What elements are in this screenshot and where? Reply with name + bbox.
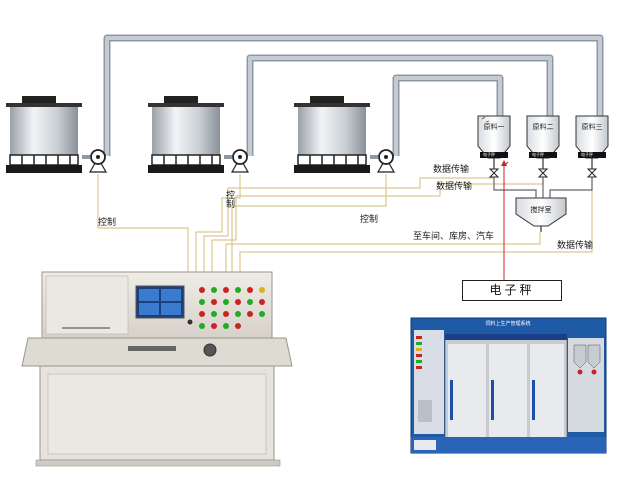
storage-tank-2 [148,96,224,173]
control-console [21,271,293,467]
hopper-1: 电子秤 原料一 [477,115,511,178]
data-label-1: 数据传输 [433,163,469,175]
hopper-2: 电子秤 原料二 [526,115,560,178]
screen-title: 饲料上生产管理系统 [485,320,530,327]
control-label-1: 控制 [98,216,116,228]
monitoring-screen: 饲料上生产管理系统 [410,317,607,454]
discharge-lines [493,177,593,198]
data-label-3: 数据传输 [557,239,593,251]
control-label-3: 控制 [360,213,378,225]
mixing-room-label: 搅拌室 [531,205,552,214]
mixing-room: 搅拌室 [515,197,567,232]
hopper-label-3: 原料三 [582,122,603,131]
console-buttons [199,287,265,329]
scale-signal-line [503,161,509,280]
destination-label: 至车间、库房、汽车 [413,230,494,242]
svg-text:电子秤: 电子秤 [581,151,593,157]
storage-tank-3 [294,96,370,173]
electronic-scale-label: 电子秤 [462,280,562,301]
storage-tank-1 [6,96,82,173]
pump-icon-1 [88,149,108,173]
pump-icon-2 [230,149,250,173]
control-label-2: 控制 [224,189,235,208]
hopper-label-1: 原料一 [484,122,505,131]
svg-text:电子秤: 电子秤 [532,151,544,157]
data-label-2: 数据传输 [436,180,472,192]
signal-wiring [97,172,593,272]
hopper-3: 电子秤 原料三 [575,115,609,178]
pump-icon-3 [376,149,396,173]
hopper-label-2: 原料二 [533,122,554,131]
svg-text:电子秤: 电子秤 [483,151,495,157]
